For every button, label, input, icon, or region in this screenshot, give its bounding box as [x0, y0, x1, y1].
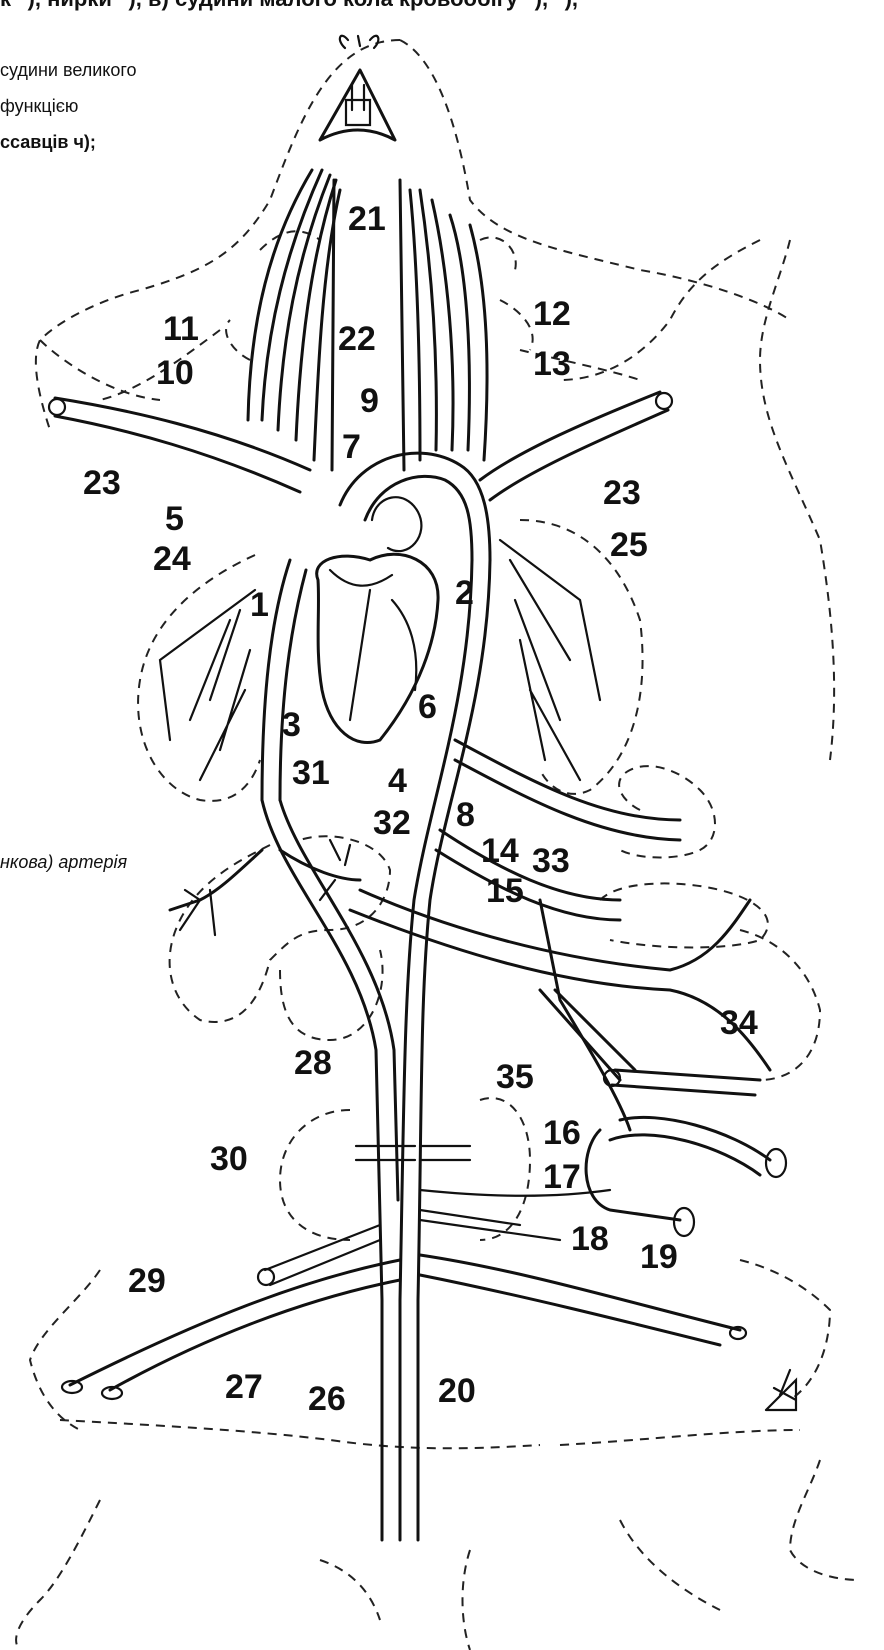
label-22: 22 [338, 320, 376, 358]
label-31: 31 [292, 754, 330, 792]
label-28: 28 [294, 1044, 332, 1082]
label-12: 12 [533, 295, 571, 333]
head-snout [320, 36, 395, 140]
label-29: 29 [128, 1262, 166, 1300]
label-3: 3 [282, 706, 301, 744]
label-14: 14 [481, 832, 519, 870]
label-4: 4 [388, 762, 407, 800]
label-30: 30 [210, 1140, 248, 1178]
label-2: 2 [455, 574, 474, 612]
label-1: 1 [250, 586, 269, 624]
label-20: 20 [438, 1372, 476, 1410]
label-32: 32 [373, 804, 411, 842]
label-21: 21 [348, 200, 386, 238]
signature-mark-icon [766, 1370, 796, 1410]
label-33: 33 [532, 842, 570, 880]
label-19: 19 [640, 1238, 678, 1276]
label-8: 8 [456, 796, 475, 834]
label-5: 5 [165, 500, 184, 538]
label-25: 25 [610, 526, 648, 564]
label-27: 27 [225, 1368, 263, 1406]
label-16: 16 [543, 1114, 581, 1152]
label-11: 11 [163, 310, 199, 348]
label-17: 17 [543, 1158, 581, 1196]
label-10: 10 [156, 354, 194, 392]
label-6: 6 [418, 688, 437, 726]
label-35: 35 [496, 1058, 534, 1096]
label-23-left: 23 [83, 464, 121, 502]
label-24: 24 [153, 540, 191, 578]
label-18: 18 [571, 1220, 609, 1258]
label-7: 7 [342, 428, 361, 466]
label-26: 26 [308, 1380, 346, 1418]
label-34: 34 [720, 1004, 758, 1042]
label-15: 15 [486, 872, 524, 910]
label-13: 13 [533, 345, 571, 383]
label-9: 9 [360, 382, 379, 420]
label-23-right: 23 [603, 474, 641, 512]
